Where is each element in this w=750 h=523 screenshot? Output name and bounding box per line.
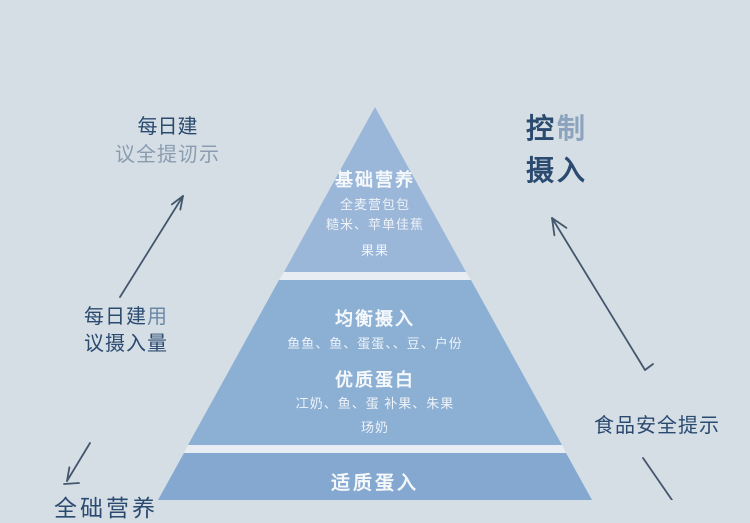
annotation-left-middle-dark: 每日建 (84, 306, 147, 328)
annotation-right-top: 控制 摄入 (526, 108, 588, 192)
annotation-left-middle-line2: 议摄入量 (84, 333, 168, 355)
annotation-right-top-dark: 控 (526, 113, 558, 144)
right-up-arrow (551, 217, 654, 371)
annotation-left-middle: 每日建用 议摄入量 (84, 304, 168, 358)
left-up-arrow (119, 195, 184, 298)
pyramid-top-content: 基础营养 全麦营包包 糙米、苹单佳蕉 果果 (284, 107, 466, 261)
annotation-left-top-line2: 议全提讱示 (115, 144, 220, 166)
annotation-right-top-line1: 控制 (526, 108, 588, 150)
pyramid-top-title: 基础营养 (335, 170, 415, 190)
pyramid-top-line-2: 糙米、苹单佳蕉 (325, 217, 424, 232)
annotation-left-middle-line1: 每日建用 (84, 304, 168, 331)
pyramid-top-line-1: 全麦营包包 (339, 197, 410, 212)
annotation-right-top-line2: 摄入 (526, 155, 589, 186)
right-bottom-line (642, 457, 673, 500)
pyramid-middle-content: 均衡摄入 鱼鱼、鱼、蛋蛋、、豆、户份 优质蛋白 冮奶、鱼、蛋 补果、朱果 玚奶 (188, 280, 562, 438)
pyramid-middle-line-2: 冮奶、鱼、蛋 补果、朱果 (295, 396, 455, 411)
annotation-right-top-light: 制 (557, 113, 589, 144)
pyramid-bottom-title: 适质蛋入 (330, 473, 419, 494)
pyramid-middle-line-1: 鱼鱼、鱼、蛋蛋、、豆、户份 (287, 336, 463, 351)
pyramid-middle-title-2: 优质蛋白 (335, 370, 415, 390)
pyramid-bottom-content: 适质蛋入 (158, 453, 592, 495)
annotation-left-top-line1: 每日建 (137, 116, 198, 138)
annotation-left-top: 每日建 议全提讱示 (90, 113, 245, 169)
annotation-left-middle-light: 用 (147, 306, 168, 328)
pyramid-middle-line-3: 玚奶 (360, 420, 389, 435)
pyramid-middle-title-1: 均衡摄入 (335, 309, 415, 329)
annotation-left-bottom: 全础营养 (54, 495, 158, 521)
pyramid-top-line-3: 果果 (360, 243, 389, 258)
annotation-right-bottom: 食品安全提示 (594, 415, 720, 437)
left-down-arrow (63, 442, 91, 485)
pyramid-divider-1 (279, 272, 471, 280)
pyramid-divider-2 (184, 445, 566, 453)
pyramid-section-bottom: 适质蛋入 (158, 453, 592, 500)
